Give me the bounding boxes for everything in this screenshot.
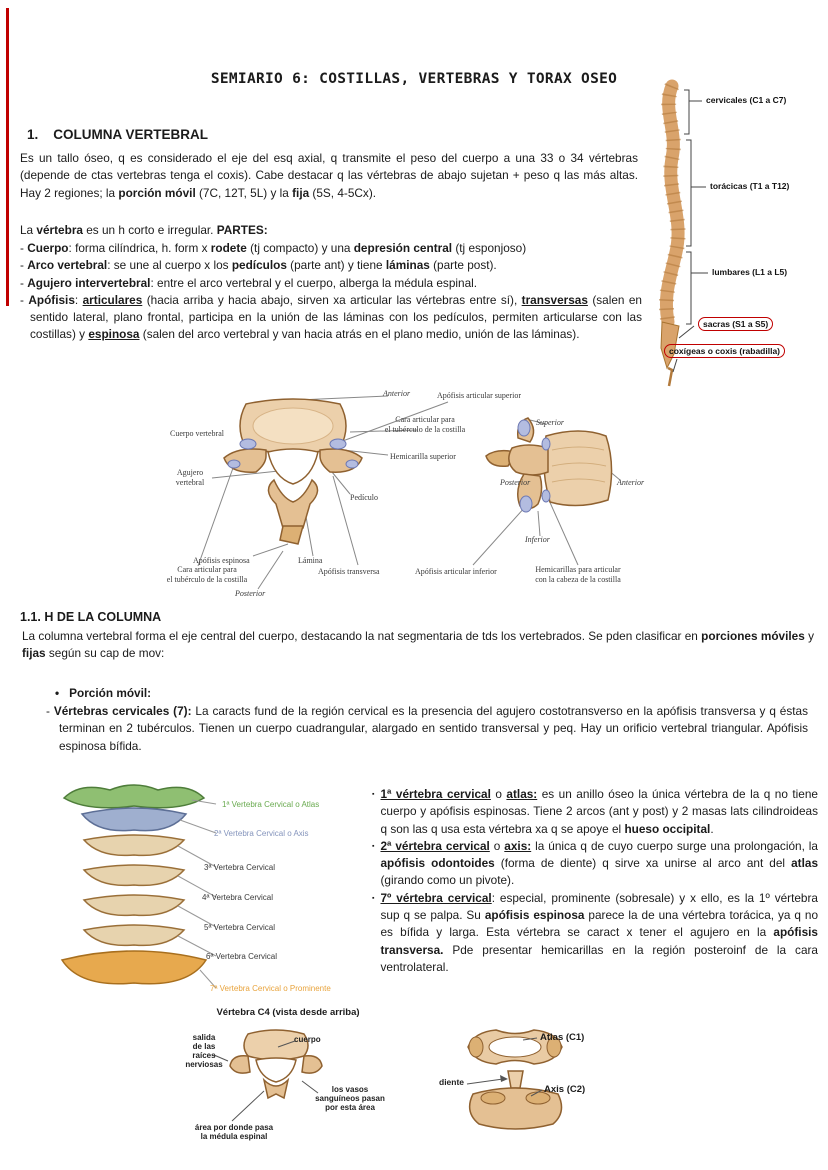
cervical-details-list: ▪ 1ª vértebra cervical o atlas: es un an… bbox=[372, 786, 818, 976]
c4-figure-title: Vértebra C4 (vista desde arriba) bbox=[216, 1007, 360, 1018]
axis-label: Axis (C2) bbox=[544, 1084, 586, 1095]
stack-label-c7: 7ª Vertebra Cervical o Prominente bbox=[210, 984, 331, 993]
label-apofisis-transversa: Apófisis transversa bbox=[318, 567, 380, 576]
stack-label-c1: 1ª Vertebra Cervical o Atlas bbox=[222, 800, 320, 809]
square-bullet-icon: ▪ bbox=[372, 791, 375, 798]
c4-leader-lines bbox=[213, 1040, 319, 1122]
bullet-icon: • bbox=[55, 686, 60, 700]
section-1-1-paragraph: La columna vertebral forma el eje centra… bbox=[22, 629, 814, 661]
stack-label-c5: 5ª Vertebra Cervical bbox=[204, 923, 275, 932]
cervical-vertebrae-paragraph: - Vértebras cervicales (7): La caracts f… bbox=[46, 704, 808, 753]
spine-label-cervicales: cervicales (C1 a C7) bbox=[706, 95, 787, 105]
c7-point-text: 7º vértebra cervical: especial, prominen… bbox=[380, 890, 819, 974]
label-apofisis-articular-superior: Apófisis articular superior bbox=[437, 391, 521, 400]
vertebra-lateral-view-illustration bbox=[485, 417, 613, 513]
c4-label-area: área por donde pasa la médula espinal bbox=[194, 1123, 274, 1141]
spine-label-lumbares: lumbares (L1 a L5) bbox=[712, 267, 788, 277]
label-cara-articular-inferior: Cara articular para el tubérculo de la c… bbox=[166, 565, 248, 584]
label-inferior: Inferior bbox=[525, 535, 550, 544]
list-item-agujero: - Agujero intervertebral: entre el arco … bbox=[20, 275, 478, 290]
square-bullet-icon: ▪ bbox=[372, 894, 375, 902]
cervical-stack-illustration bbox=[60, 784, 217, 989]
atlas-label: Atlas (C1) bbox=[540, 1032, 585, 1043]
atlas-point-text: 1ª vértebra cervical o atlas: es un anil… bbox=[380, 787, 818, 836]
porcion-movil-label: Porción móvil: bbox=[69, 686, 152, 700]
atlas-axis-leader-lines bbox=[466, 1037, 543, 1097]
porcion-movil-heading: • Porción móvil: bbox=[55, 686, 151, 700]
list-item-atlas: ▪ 1ª vértebra cervical o atlas: es un an… bbox=[372, 786, 818, 838]
stack-label-c3: 3ª Vertebra Cervical bbox=[204, 863, 275, 872]
list-item-cuerpo: - Cuerpo: forma cilíndrica, h. form x ro… bbox=[20, 241, 527, 255]
vertebra-superior-view-illustration bbox=[223, 398, 363, 545]
diente-label: diente bbox=[439, 1077, 465, 1087]
spine-label-coxigeas: coxígeas o coxis (rabadilla) bbox=[664, 344, 786, 358]
c4-label-cuerpo: cuerpo bbox=[294, 1035, 321, 1044]
section-1-heading: 1. COLUMNA VERTEBRAL bbox=[27, 127, 209, 142]
stack-label-c6: 6ª Vertebra Cervical bbox=[206, 952, 277, 961]
label-posterior-bottom: Posterior bbox=[235, 589, 266, 598]
margin-accent-line bbox=[6, 8, 9, 306]
list-item-arco: - Arco vertebral: se une al cuerpo x los… bbox=[20, 258, 497, 273]
stack-label-c2: 2ª Vertebra Cervical o Axis bbox=[214, 829, 309, 838]
square-bullet-icon: ▪ bbox=[372, 842, 375, 850]
c4-illustration bbox=[229, 1029, 323, 1100]
spine-label-sacras: sacras (S1 a S5) bbox=[698, 317, 774, 331]
label-agujero-vertebral: Agujero vertebral bbox=[175, 468, 205, 487]
vertebra-anatomy-figure: Anterior Apófisis articular superior Car… bbox=[138, 386, 675, 604]
list-item-apofisis: - Apófisis: articulares (hacia arriba y … bbox=[20, 292, 642, 342]
atlas-illustration bbox=[467, 1029, 563, 1065]
spine-figure: cervicales (C1 a C7) torácicas (T1 a T12… bbox=[632, 76, 828, 394]
c4-figure: Vértebra C4 (vista desde arriba) salida … bbox=[168, 1005, 408, 1155]
axis-point-text: 2ª vértebra cervical o axis: la única q … bbox=[380, 838, 819, 888]
label-cuerpo-vertebral: Cuerpo vertebral bbox=[170, 429, 224, 438]
section-1-intro-paragraph: Es un tallo óseo, q es considerado el ej… bbox=[20, 151, 638, 200]
label-anterior-right: Anterior bbox=[617, 478, 645, 487]
atlas-axis-figure: Atlas (C1) diente Axis (C2) bbox=[425, 1022, 675, 1142]
label-pediculo: Pedículo bbox=[350, 493, 378, 502]
vertebra-parts-list: - Cuerpo: forma cilíndrica, h. form x ro… bbox=[20, 240, 642, 344]
document-title: SEMIARIO 6: COSTILLAS, VERTEBRAS Y TORAX… bbox=[210, 71, 618, 87]
cervical-stack-figure: 1ª Vertebra Cervical o Atlas 2ª Vertebra… bbox=[52, 778, 387, 1018]
label-cara-articular-superior: Cara articular para el tubérculo de la c… bbox=[384, 415, 466, 434]
c4-label-salida: salida de las raíces nerviosas bbox=[185, 1033, 223, 1069]
label-apofisis-espinosa: Apófisis espinosa bbox=[193, 556, 250, 565]
stack-label-c4: 4ª Vertebra Cervical bbox=[202, 893, 273, 902]
label-apofisis-articular-inferior: Apófisis articular inferior bbox=[415, 567, 497, 576]
label-lamina: Lámina bbox=[298, 556, 323, 565]
vertebra-definition-paragraph: La vértebra es un h corto e irregular. P… bbox=[20, 223, 268, 237]
list-item-axis: ▪ 2ª vértebra cervical o axis: la única … bbox=[372, 838, 818, 890]
axis-illustration bbox=[468, 1070, 563, 1130]
label-posterior-mid: Posterior bbox=[500, 478, 531, 487]
spine-label-toracicas: torácicas (T1 a T12) bbox=[710, 181, 790, 191]
c4-label-vasos: los vasos sanguíneos pasan por esta área bbox=[315, 1085, 385, 1112]
label-anterior-top: Anterior bbox=[383, 389, 411, 398]
label-hemicarilla-superior: Hemicarilla superior bbox=[390, 452, 456, 461]
label-superior: Superior bbox=[536, 418, 564, 427]
label-hemicarillas-inferior: Hemicarillas para articular con la cabez… bbox=[535, 565, 621, 584]
section-1-1-heading: 1.1. H DE LA COLUMNA bbox=[20, 610, 162, 624]
list-item-c7: ▪ 7º vértebra cervical: especial, promin… bbox=[372, 890, 818, 976]
